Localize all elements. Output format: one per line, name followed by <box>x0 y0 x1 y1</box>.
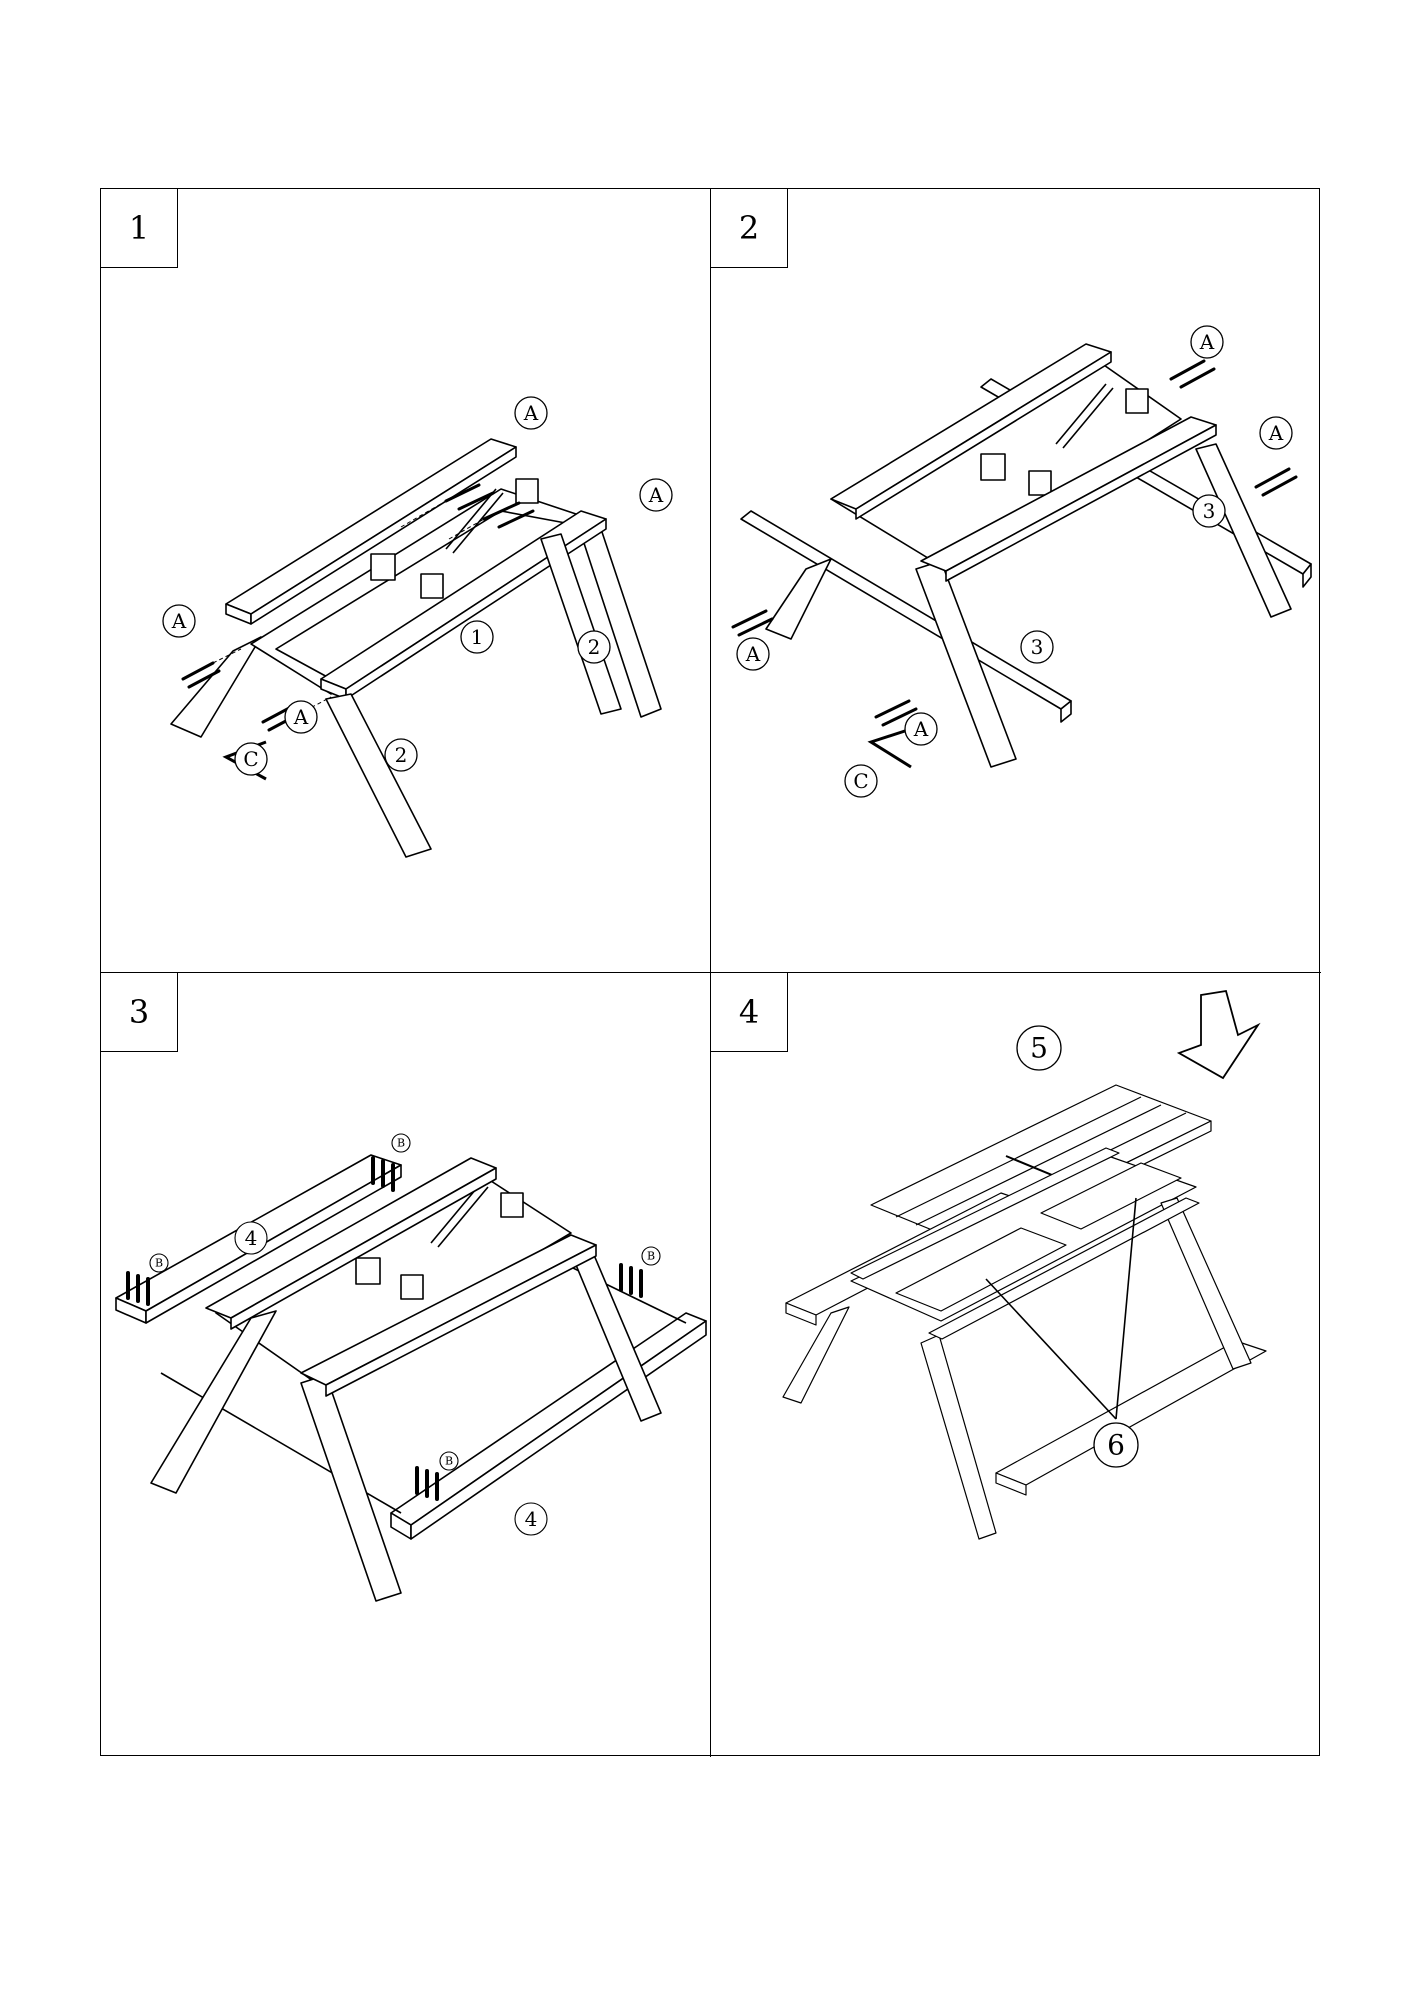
step-2-illustration: A A A A 3 3 C <box>731 325 1312 798</box>
callout-a: A <box>171 609 187 633</box>
instruction-sheet: 1 <box>100 188 1321 1757</box>
step-1-illustration: A A A A 1 2 2 C <box>162 396 673 858</box>
callout-b: B <box>397 1137 405 1150</box>
callout-circle <box>1190 325 1224 359</box>
callout-circle <box>844 764 878 798</box>
step-3-illustration: B B B B 4 4 <box>115 1133 707 1602</box>
callout-circle <box>149 1253 169 1273</box>
callout-part-6: 6 <box>1107 1429 1125 1462</box>
callout-circle <box>904 712 938 746</box>
down-arrow-icon <box>1176 989 1261 1080</box>
callout-b: B <box>155 1257 163 1270</box>
callout-b: B <box>445 1455 453 1468</box>
callout-circle <box>234 742 268 776</box>
callout-circle <box>1192 494 1226 528</box>
step-number: 1 <box>101 189 178 268</box>
callout-circle <box>460 620 494 654</box>
step-number: 2 <box>711 189 788 268</box>
callout-part-4: 4 <box>525 1507 538 1531</box>
callout-part-1: 1 <box>471 625 484 649</box>
callout-a: A <box>913 717 929 741</box>
callout-circle <box>162 604 196 638</box>
callout-a: A <box>1199 330 1215 354</box>
callout-c: C <box>853 769 868 793</box>
callout-a: A <box>293 705 309 729</box>
callout-a: A <box>648 483 664 507</box>
callout-circle <box>384 738 418 772</box>
callout-b: B <box>647 1250 655 1263</box>
callout-part-2: 2 <box>588 635 601 659</box>
callout-circle <box>639 478 673 512</box>
callout-circle <box>1259 416 1293 450</box>
callout-circle <box>514 396 548 430</box>
callout-circle <box>284 700 318 734</box>
callout-c: C <box>243 747 258 771</box>
callout-part-3: 3 <box>1031 635 1044 659</box>
callout-circle <box>1093 1422 1139 1468</box>
callout-circle <box>1016 1025 1062 1071</box>
callout-a: A <box>523 401 539 425</box>
callout-a: A <box>745 642 761 666</box>
step-2-panel: 2 <box>711 189 1321 973</box>
callout-part-2: 2 <box>395 743 408 767</box>
step-3-panel: 3 <box>101 973 711 1757</box>
callout-circle <box>641 1246 661 1266</box>
callout-a: A <box>1268 421 1284 445</box>
step-4-panel: 4 <box>711 973 1321 1757</box>
callout-circle <box>391 1133 411 1153</box>
step-1-panel: 1 <box>101 189 711 973</box>
callout-circle <box>736 637 770 671</box>
callout-circle <box>514 1502 548 1536</box>
callout-circle <box>577 630 611 664</box>
step-4-illustration: 5 6 <box>782 989 1267 1540</box>
step-number: 4 <box>711 973 788 1052</box>
callout-circle <box>1020 630 1054 664</box>
callout-part-3: 3 <box>1203 499 1216 523</box>
step-number: 3 <box>101 973 178 1052</box>
callout-part-5: 5 <box>1030 1032 1048 1065</box>
callout-circle <box>234 1221 268 1255</box>
callout-circle <box>439 1451 459 1471</box>
callout-part-4: 4 <box>245 1226 258 1250</box>
